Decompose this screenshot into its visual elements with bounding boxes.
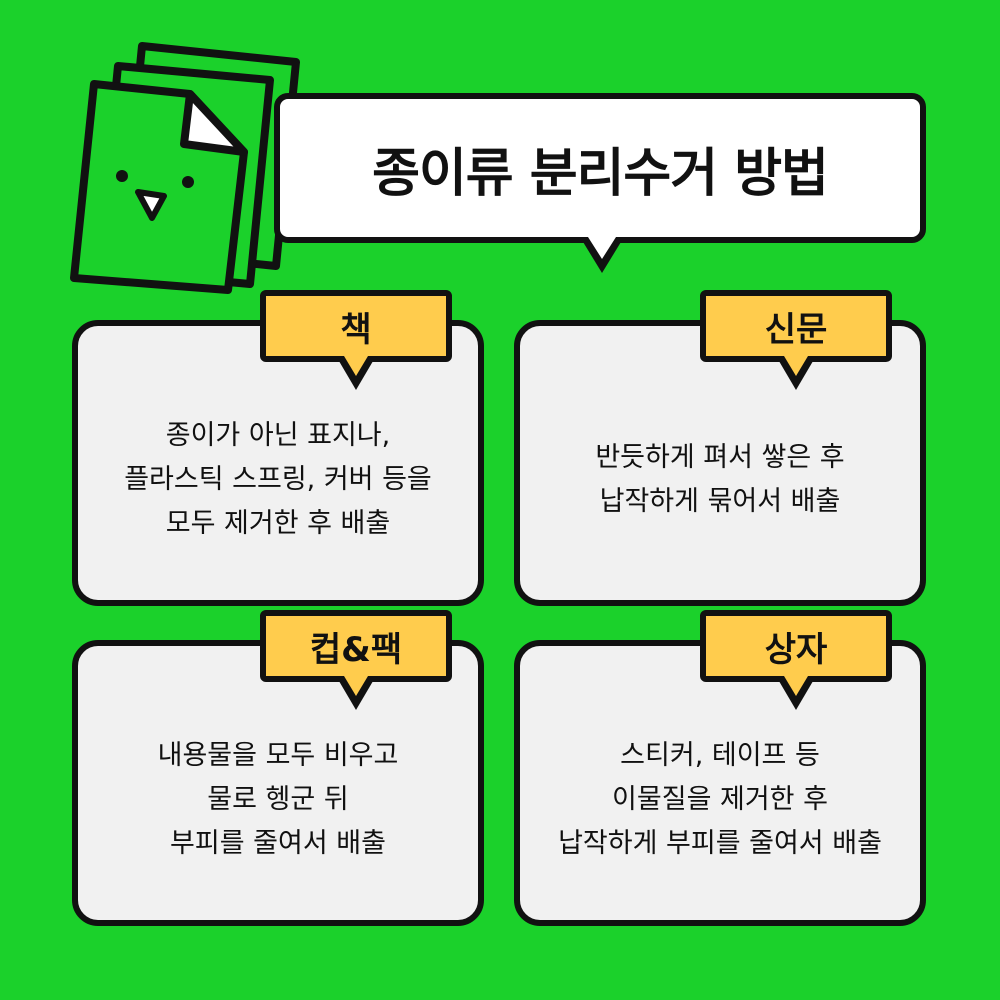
text-line: 반듯하게 펴서 쌓은 후 xyxy=(595,442,845,473)
text-line: 부피를 줄여서 배출 xyxy=(170,828,386,859)
text-line: 내용물을 모두 비우고 xyxy=(157,740,399,771)
card-book-text: 종이가 아닌 표지나, 플라스틱 스프링, 커버 등을 모두 제거한 후 배출 xyxy=(124,380,432,546)
title-bubble-tail xyxy=(580,237,624,273)
text-line: 물로 헹군 뒤 xyxy=(207,784,349,815)
card-box: 스티커, 테이프 등 이물질을 제거한 후 납작하게 부피를 줄여서 배출 xyxy=(514,640,926,926)
text-line: 모두 제거한 후 배출 xyxy=(165,508,391,539)
title-bubble: 종이류 분리수거 방법 xyxy=(274,93,926,243)
card-newspaper: 반듯하게 펴서 쌓은 후 납작하게 묶어서 배출 xyxy=(514,320,926,606)
card-cup-pack: 내용물을 모두 비우고 물로 헹군 뒤 부피를 줄여서 배출 xyxy=(72,640,484,926)
card-cup-pack-text: 내용물을 모두 비우고 물로 헹군 뒤 부피를 줄여서 배출 xyxy=(158,700,399,866)
text-line: 납작하게 부피를 줄여서 배출 xyxy=(558,828,882,859)
text-line: 플라스틱 스프링, 커버 등을 xyxy=(124,464,432,495)
text-line: 납작하게 묶어서 배출 xyxy=(599,486,841,517)
label-book: 책 xyxy=(260,290,452,362)
label-newspaper: 신문 xyxy=(700,290,892,362)
label-cup-pack-tail xyxy=(336,676,376,710)
text-line: 이물질을 제거한 후 xyxy=(612,784,828,815)
label-box: 상자 xyxy=(700,610,892,682)
card-newspaper-text: 반듯하게 펴서 쌓은 후 납작하게 묶어서 배출 xyxy=(595,402,844,524)
page-title: 종이류 분리수거 방법 xyxy=(372,143,829,204)
text-line: 스티커, 테이프 등 xyxy=(620,740,820,771)
paper-stack-icon xyxy=(70,42,300,294)
card-box-text: 스티커, 테이프 등 이물질을 제거한 후 납작하게 부피를 줄여서 배출 xyxy=(558,700,882,866)
label-newspaper-tail xyxy=(776,356,816,390)
label-book-tail xyxy=(336,356,376,390)
label-cup-pack: 컵&팩 xyxy=(260,610,452,682)
label-box-tail xyxy=(776,676,816,710)
text-line: 종이가 아닌 표지나, xyxy=(165,420,391,451)
card-book: 종이가 아닌 표지나, 플라스틱 스프링, 커버 등을 모두 제거한 후 배출 xyxy=(72,320,484,606)
